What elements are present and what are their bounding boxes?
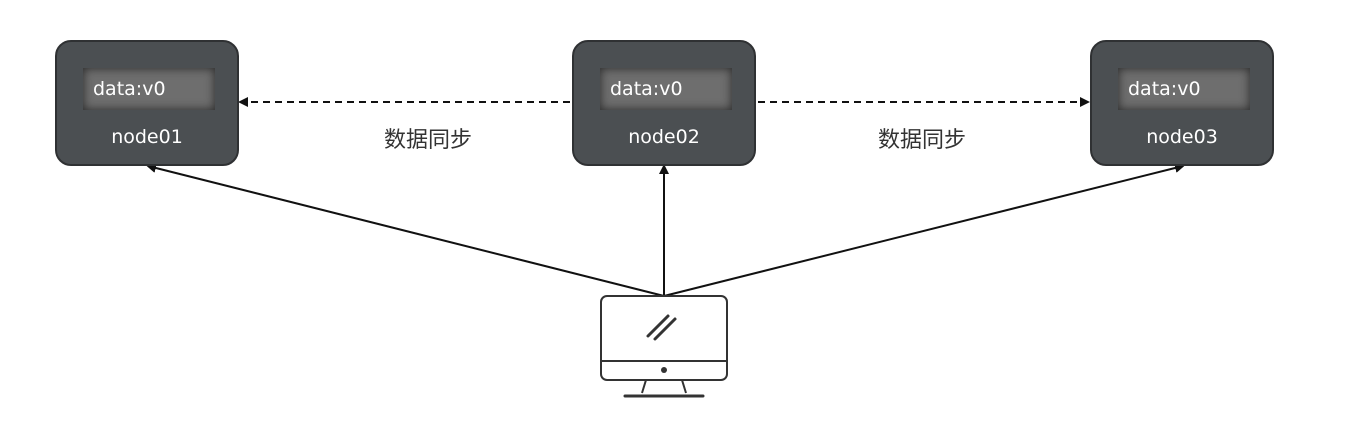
sync-label-right: 数据同步 [877,128,966,153]
node-data-value: data:v0 [83,68,215,110]
node-name-label: node03 [1146,126,1218,148]
client-arrow-to-node01 [146,163,665,297]
client-arrow-to-node03 [663,163,1185,297]
node-name-label: node02 [628,126,700,148]
node-name-label: node01 [111,126,183,148]
computer-monitor-icon [600,295,728,398]
node-data-value: data:v0 [600,68,732,110]
node-data-value: data:v0 [1118,68,1250,110]
node-box-node02: data:v0 node02 [572,40,756,166]
node-box-node01: data:v0 node01 [55,40,239,166]
sync-label-left: 数据同步 [383,128,472,153]
node-box-node03: data:v0 node03 [1090,40,1274,166]
